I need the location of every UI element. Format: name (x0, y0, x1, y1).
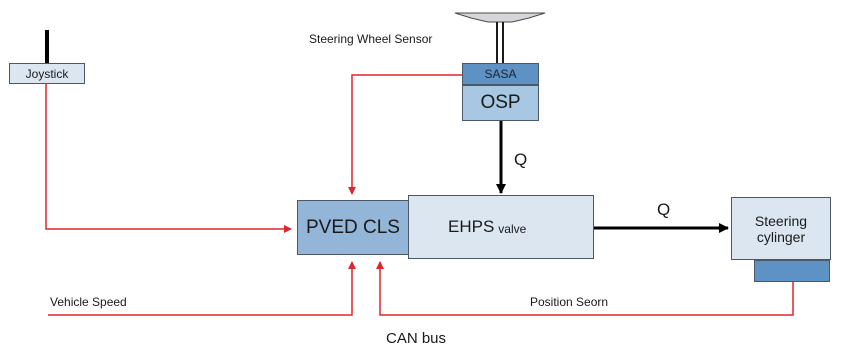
sasa-box: SASA (462, 63, 539, 85)
steering-wheel-sensor-label: Steering Wheel Sensor (309, 32, 433, 46)
pved-cls-box: PVED CLS (297, 200, 408, 255)
pved-cls-label: PVED CLS (306, 216, 400, 238)
vehicle-speed-label: Vehicle Speed (50, 295, 127, 309)
steering-cylinder-box: Steering cylinger (731, 197, 831, 260)
horizontal-flow-label: Q (657, 200, 671, 219)
osp-label: OSP (480, 92, 521, 113)
vertical-flow-label: Q (514, 150, 528, 169)
steering-cylinder-line1: Steering (754, 212, 808, 229)
position-sensor-label: Position Seorn (530, 295, 609, 309)
joystick-label: Joystick (25, 66, 69, 81)
sasa-label: SASA (484, 67, 517, 81)
joystick-box: Joystick (9, 63, 85, 84)
ehps-label: EHPS (448, 217, 495, 236)
sasa-signal-line (348, 74, 462, 195)
ehps-valve-box: EHPS valve (408, 195, 594, 259)
osp-box: OSP (462, 85, 539, 121)
steering-cylinder-line2: cylinger (756, 228, 806, 245)
vehicle-speed-line (48, 261, 356, 316)
steering-wheel-icon (454, 12, 546, 63)
joystick-signal-line (45, 84, 292, 233)
position-sensor-block (754, 260, 830, 282)
can-bus-label: CAN bus (386, 330, 447, 347)
ehps-sub-label: valve (498, 221, 527, 236)
position-sensor-line (376, 261, 794, 316)
